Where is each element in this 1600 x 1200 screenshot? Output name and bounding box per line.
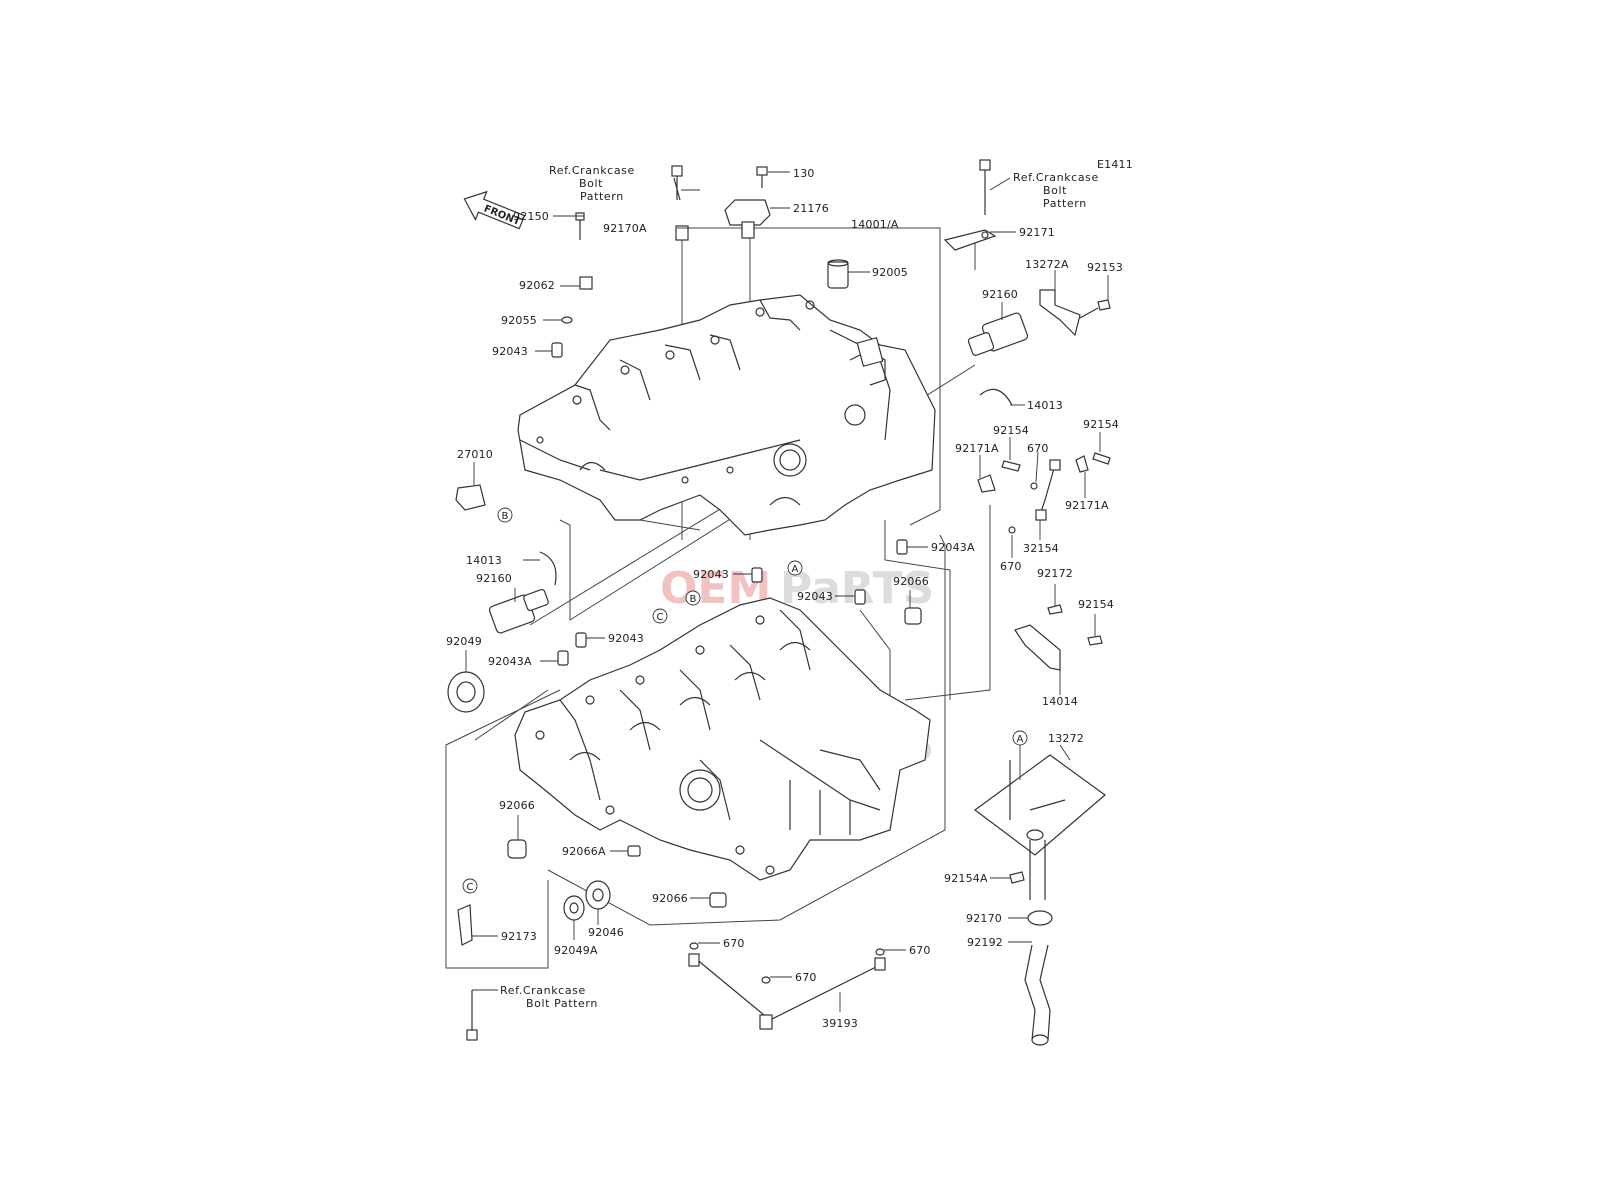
part-label[interactable]: 92046 (588, 926, 624, 939)
part-label[interactable]: 92154 (1078, 598, 1114, 611)
part-label[interactable]: 130 (793, 167, 815, 180)
leader-lines (465, 171, 1109, 1012)
ref-note-bottom-left: Ref.Crankcase Bolt Pattern (500, 984, 598, 1010)
part-label[interactable]: 14013 (1027, 399, 1063, 412)
callout-c-mid: C (652, 608, 668, 624)
svg-text:C: C (467, 882, 474, 893)
part-label[interactable]: 13272 (1048, 732, 1084, 745)
ref-note-top-right: Ref.Crankcase Bolt Pattern (1013, 171, 1099, 210)
part-label[interactable]: 92043 (797, 590, 833, 603)
part-label[interactable]: 14001/A (851, 218, 899, 231)
part-label[interactable]: 14014 (1042, 695, 1078, 708)
part-label[interactable]: 92160 (982, 288, 1018, 301)
part-label[interactable]: 92043 (693, 568, 729, 581)
part-label[interactable]: 92066 (893, 575, 929, 588)
part-label[interactable]: 92049A (554, 944, 598, 957)
part-label[interactable]: 92005 (872, 266, 908, 279)
part-label[interactable]: 92173 (501, 930, 537, 943)
part-label[interactable]: 670 (909, 944, 931, 957)
part-label[interactable]: 32154 (1023, 542, 1059, 555)
part-label[interactable]: 92066A (562, 845, 606, 858)
part-label[interactable]: 670 (723, 937, 745, 950)
svg-text:PaRTS: PaRTS (780, 563, 934, 614)
svg-text:B: B (690, 594, 697, 605)
part-label[interactable]: 92153 (1087, 261, 1123, 274)
svg-text:B: B (502, 511, 509, 522)
part-label[interactable]: 27010 (457, 448, 493, 461)
upper-crankcase (517, 294, 936, 536)
small-parts (447, 159, 1111, 1046)
part-label[interactable]: 92170A (603, 222, 647, 235)
part-label[interactable]: 92171A (1065, 499, 1109, 512)
callout-a-right: A (1012, 730, 1028, 746)
svg-text:Pattern: Pattern (1043, 197, 1087, 210)
svg-text:Ref.Crankcase: Ref.Crankcase (1013, 171, 1099, 184)
part-label[interactable]: 92055 (501, 314, 537, 327)
svg-text:C: C (657, 612, 664, 623)
svg-text:A: A (792, 564, 799, 575)
part-label[interactable]: 92171 (1019, 226, 1055, 239)
part-label[interactable]: 92049 (446, 635, 482, 648)
svg-text:Pattern: Pattern (580, 190, 624, 203)
part-label[interactable]: 14013 (466, 554, 502, 567)
part-label[interactable]: 39193 (822, 1017, 858, 1030)
callout-b-left: B (497, 507, 513, 523)
part-label[interactable]: 13272A (1025, 258, 1069, 271)
part-label[interactable]: 670 (1000, 560, 1022, 573)
part-label[interactable]: 92154A (944, 872, 988, 885)
ref-note-top-left: Ref.Crankcase Bolt Pattern (549, 164, 635, 203)
svg-text:Ref.Crankcase: Ref.Crankcase (500, 984, 586, 997)
part-label[interactable]: 670 (1027, 442, 1049, 455)
part-label[interactable]: 92150 (513, 210, 549, 223)
part-label[interactable]: 92160 (476, 572, 512, 585)
lower-crankcase (514, 597, 931, 881)
part-label[interactable]: 92170 (966, 912, 1002, 925)
part-label[interactable]: 92062 (519, 279, 555, 292)
part-label[interactable]: 92172 (1037, 567, 1073, 580)
part-label[interactable]: 92043 (608, 632, 644, 645)
callout-c-bottom: C (462, 878, 478, 894)
part-label[interactable]: 92066 (499, 799, 535, 812)
part-label[interactable]: 92192 (967, 936, 1003, 949)
part-label[interactable]: 92066 (652, 892, 688, 905)
svg-text:A: A (1017, 734, 1024, 745)
part-label[interactable]: 92154 (1083, 418, 1119, 431)
part-label[interactable]: 92043 (492, 345, 528, 358)
part-label[interactable]: 92043A (488, 655, 532, 668)
part-label[interactable]: 670 (795, 971, 817, 984)
svg-text:Ref.Crankcase: Ref.Crankcase (549, 164, 635, 177)
svg-text:Bolt: Bolt (1043, 184, 1067, 197)
callout-a-top: A (787, 560, 803, 576)
part-labels: 130 21176 92170A 14001/A 92171 92150 920… (446, 167, 1123, 1030)
svg-text:Bolt: Bolt (579, 177, 603, 190)
part-label[interactable]: 92171A (955, 442, 999, 455)
part-label[interactable]: 92043A (931, 541, 975, 554)
callout-b-mid: B (685, 590, 701, 606)
part-label[interactable]: 92154 (993, 424, 1029, 437)
diagram-code: E1411 (1097, 158, 1133, 171)
svg-text:Bolt Pattern: Bolt Pattern (526, 997, 598, 1010)
part-label[interactable]: 21176 (793, 202, 829, 215)
